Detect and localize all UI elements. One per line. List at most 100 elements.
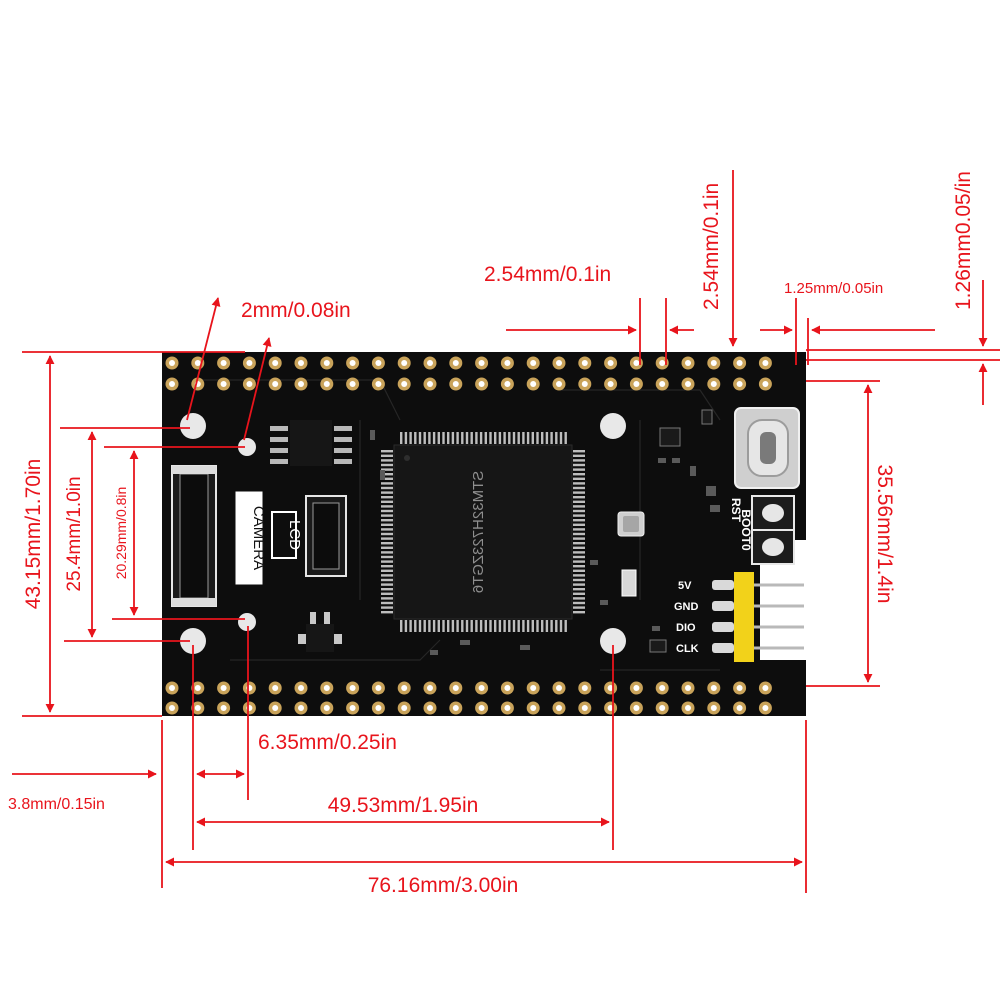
- chip-pin: [573, 555, 585, 559]
- header-pad-hole: [530, 705, 537, 711]
- chip-pin: [503, 620, 506, 632]
- chip-label: STM32H723ZGT6: [470, 471, 487, 594]
- chip-pin: [381, 560, 393, 563]
- chip-pin: [573, 565, 585, 568]
- header-pad-hole: [220, 381, 227, 387]
- chip-pin: [573, 509, 585, 513]
- mcu-chip: STM32H723ZGT6: [381, 432, 585, 632]
- header-pad-hole: [659, 360, 666, 366]
- chip-pin: [381, 468, 393, 471]
- pin-label-dio: DIO: [676, 622, 696, 634]
- tactile-button-icon: [751, 495, 795, 565]
- chip-pin: [484, 620, 487, 632]
- chip-pin: [545, 620, 549, 632]
- header-pad-hole: [504, 360, 511, 366]
- chip-pin: [437, 620, 440, 632]
- chip-pin: [381, 523, 393, 526]
- chip-pin: [423, 432, 426, 444]
- chip-pin: [381, 588, 393, 591]
- header-pad-hole: [323, 685, 330, 691]
- header-pad-hole: [633, 381, 640, 387]
- header-pad-hole: [685, 381, 691, 387]
- header-pad-hole: [401, 360, 408, 366]
- chip-pin: [381, 611, 393, 614]
- header-pad-hole: [169, 381, 175, 387]
- chip-pin: [573, 537, 585, 540]
- chip-pin: [573, 496, 585, 499]
- header-pad-hole: [272, 705, 279, 711]
- pin-label-5v: 5V: [678, 580, 692, 592]
- header-pad-hole: [607, 381, 614, 387]
- connector-height-label: 20.29mm/0.8in: [113, 487, 129, 580]
- regulator: [298, 612, 342, 652]
- chip-pin: [381, 514, 393, 517]
- chip-pin: [573, 450, 585, 453]
- header-pad-hole: [349, 685, 356, 691]
- chip-pin: [541, 620, 544, 632]
- header-pad-hole: [762, 381, 769, 387]
- chip-pin: [573, 473, 585, 476]
- chip-pin: [381, 505, 393, 508]
- header-pad-hole: [530, 360, 537, 366]
- chip-pin: [381, 565, 393, 568]
- chip-pin: [573, 583, 585, 586]
- chip-pin: [381, 578, 393, 582]
- crystal-oscillator: [617, 511, 645, 597]
- chip-pin: [381, 459, 393, 462]
- chip-pins: [381, 432, 585, 632]
- header-pad-hole: [659, 685, 666, 691]
- header-pad-hole: [427, 685, 433, 691]
- hole-diameter-label: 2mm/0.08in: [241, 299, 351, 322]
- usb-c-port-icon: [734, 407, 800, 489]
- header-pad-hole: [478, 705, 485, 711]
- header-pad-hole: [194, 360, 201, 366]
- header-pad-hole: [710, 705, 717, 711]
- chip-pin: [451, 432, 455, 444]
- chip-pin: [442, 620, 445, 632]
- chip-pin: [418, 620, 422, 632]
- header-pad-hole: [504, 381, 511, 387]
- mounting-hole-bottom-left: [180, 628, 206, 654]
- chip-pin: [508, 620, 511, 632]
- chip-pin: [381, 509, 393, 513]
- header-pad-hole: [736, 381, 743, 387]
- header-pad-hole: [478, 360, 485, 366]
- chip-pin: [522, 432, 525, 444]
- top-header-pads: [165, 356, 772, 391]
- chip-pin: [573, 505, 585, 508]
- chip-pin: [381, 519, 393, 522]
- header-pad-hole: [710, 360, 717, 366]
- hole-spacing-vertical-label: 25.4mm/1.0in: [64, 476, 85, 591]
- header-pad-hole: [736, 360, 743, 366]
- chip-pin: [559, 432, 563, 444]
- top-pitch-label: 2.54mm/0.1in: [484, 263, 611, 286]
- chip-pin: [381, 551, 393, 554]
- chip-pin: [573, 532, 585, 536]
- chip-pin: [573, 574, 585, 577]
- mounting-holes: [180, 413, 626, 654]
- chip-pin: [381, 606, 393, 609]
- chip-pin: [550, 620, 553, 632]
- chip-pin: [489, 432, 492, 444]
- chip-pin: [475, 620, 478, 632]
- header-pad-hole: [607, 360, 614, 366]
- chip-pin: [381, 450, 393, 453]
- header-pad-hole: [710, 381, 717, 387]
- header-pad-hole: [633, 360, 640, 366]
- header-pad-hole: [504, 685, 511, 691]
- chip-pin: [573, 491, 585, 494]
- chip-pin: [461, 432, 464, 444]
- chip-pin: [381, 454, 393, 457]
- camera-silk-box: CAMERA: [235, 491, 267, 585]
- pcb-board: STM32H723ZGT6 CAMERA: [162, 352, 806, 716]
- chip-pin: [573, 477, 585, 480]
- chip-pin: [573, 551, 585, 554]
- chip-pin: [573, 500, 585, 503]
- right-pitch-vertical-label: 2.54mm/0.1in: [700, 183, 723, 310]
- chip-pin: [536, 620, 539, 632]
- chip-pin: [414, 432, 417, 444]
- hole-diameter-leader-1: [186, 297, 221, 421]
- chip-pin: [573, 486, 585, 490]
- chip-pin: [381, 486, 393, 490]
- total-height-label: 43.15mm/1.70in: [22, 459, 45, 610]
